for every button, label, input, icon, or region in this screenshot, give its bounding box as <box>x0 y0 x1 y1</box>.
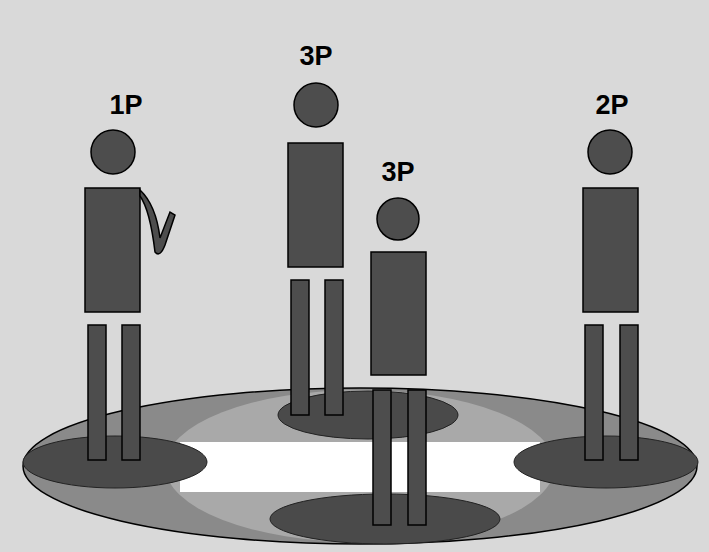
figure-label: 1P <box>109 92 142 119</box>
figure-label: 3P <box>299 43 332 70</box>
figure-label: 3P <box>381 159 414 186</box>
figure-label: 2P <box>595 92 628 119</box>
person-figures <box>85 83 638 525</box>
